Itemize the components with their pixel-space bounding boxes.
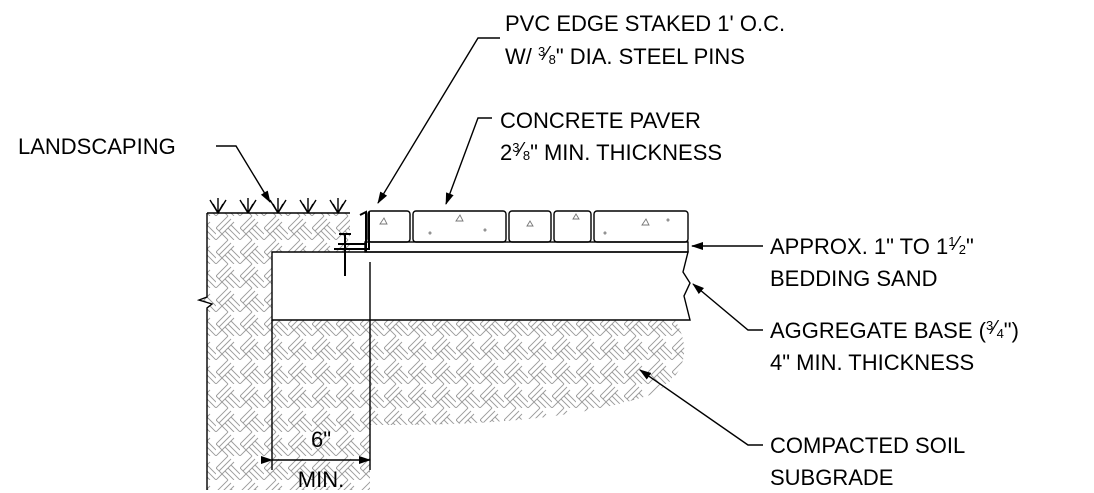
- pvc-edge-restraint: [334, 210, 370, 276]
- sand-label-line1: APPROX. 1" TO 11⁄2": [770, 233, 974, 259]
- dimension-note: MIN.: [298, 467, 344, 492]
- soil-label-line2: SUBGRADE: [770, 465, 893, 490]
- leader-lines: [216, 37, 763, 446]
- pvc-edge-label-line2: W/ 3⁄8" DIA. STEEL PINS: [505, 43, 745, 69]
- soil-subgrade: [199, 213, 685, 490]
- dimension-value: 6": [311, 427, 331, 452]
- landscaping-label: LANDSCAPING: [18, 134, 176, 159]
- sand-label-line2: BEDDING SAND: [770, 266, 937, 291]
- paver-label-line1: CONCRETE PAVER: [500, 108, 701, 133]
- base-label-line1: AGGREGATE BASE (3⁄4"): [770, 317, 1019, 343]
- soil-label-line1: COMPACTED SOIL: [770, 433, 965, 458]
- paver-label-line2: 23⁄8" MIN. THICKNESS: [500, 139, 722, 165]
- landscaping-grass: [207, 198, 350, 214]
- concrete-pavers: [367, 210, 689, 243]
- aggregate-base: [271, 251, 691, 321]
- dimension-6in: [261, 262, 371, 470]
- pvc-edge-label-line1: PVC EDGE STAKED 1' O.C.: [505, 11, 785, 36]
- base-label-line2: 4" MIN. THICKNESS: [770, 350, 974, 375]
- bedding-sand: [364, 241, 689, 253]
- soil-break-line: [196, 213, 214, 490]
